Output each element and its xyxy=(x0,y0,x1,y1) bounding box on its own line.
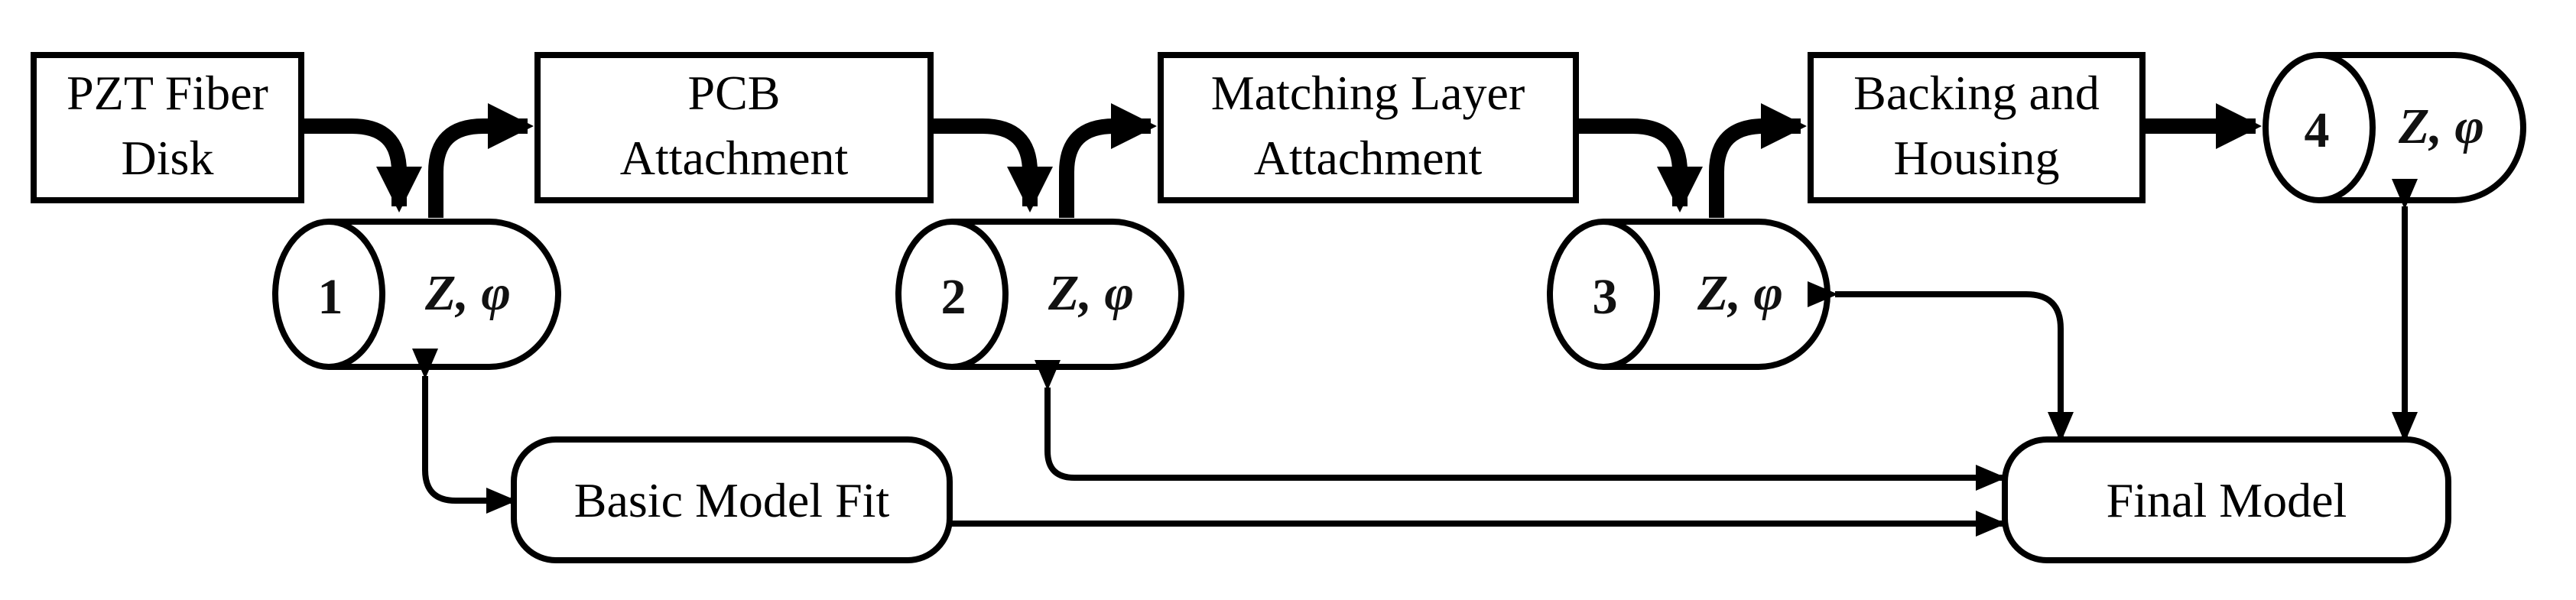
measurement-stage-3-number: 3 xyxy=(1593,269,1618,325)
model-box-final-label: Final Model xyxy=(2107,473,2347,527)
measurement-stage-4-number: 4 xyxy=(2305,102,2330,158)
process-box-pzt-line1: PZT Fiber xyxy=(67,66,268,120)
process-box-pcb-line1: PCB xyxy=(688,66,781,120)
measurement-stage-1-body xyxy=(271,219,562,370)
arrow-stage3-final-model xyxy=(1808,281,2074,443)
measurement-stage-2: 2 Z, φ xyxy=(895,219,1185,370)
measurement-stage-2-number: 2 xyxy=(941,269,966,325)
arrow-pzt-to-stage1 xyxy=(301,118,422,212)
arrow-pcb-to-stage2 xyxy=(931,118,1053,212)
process-arrows xyxy=(301,103,2262,218)
process-box-pcb-line2: Attachment xyxy=(620,131,849,185)
process-box-matching-line2: Attachment xyxy=(1254,131,1483,185)
model-box-basic: Basic Model Fit xyxy=(511,436,953,563)
process-box-pcb: PCB Attachment xyxy=(534,52,934,203)
model-box-final: Final Model xyxy=(2002,436,2451,563)
measurement-stage-4-body xyxy=(2262,52,2527,203)
arrow-stage2-to-matching xyxy=(1059,103,1157,218)
process-box-pzt-line2: Disk xyxy=(122,131,214,185)
measurement-stage-3-body xyxy=(1546,219,1831,370)
process-box-backing-line2: Housing xyxy=(1894,131,2060,185)
measurement-stage-1-number: 1 xyxy=(318,269,343,325)
model-box-basic-label: Basic Model Fit xyxy=(574,473,890,527)
arrow-stage2-final-model xyxy=(1035,360,2006,491)
measurement-stage-2-label: Z, φ xyxy=(1048,265,1134,321)
process-box-matching-line1: Matching Layer xyxy=(1211,66,1525,120)
measurement-stage-1-label: Z, φ xyxy=(424,265,511,321)
model-arrows xyxy=(412,179,2418,537)
process-box-backing-line1: Backing and xyxy=(1853,66,2100,120)
measurement-stage-2-body xyxy=(895,219,1185,370)
process-box-pzt: PZT Fiber Disk xyxy=(31,52,304,203)
measurement-stage-4-divider xyxy=(2318,52,2376,203)
measurement-stage-4: 4 Z, φ xyxy=(2262,52,2527,203)
measurement-stage-4-label: Z, φ xyxy=(2398,99,2484,154)
measurement-stage-3-label: Z, φ xyxy=(1697,265,1783,321)
measurement-stage-1: 1 Z, φ xyxy=(271,219,562,370)
process-box-matching: Matching Layer Attachment xyxy=(1158,52,1579,203)
measurement-stage-3-divider xyxy=(1603,219,1661,370)
measurement-stage-2-divider xyxy=(951,219,1009,370)
measurement-stage-1-divider xyxy=(328,219,386,370)
measurement-stage-3: 3 Z, φ xyxy=(1546,219,1831,370)
process-box-backing: Backing and Housing xyxy=(1808,52,2146,203)
arrow-matching-to-stage3 xyxy=(1576,118,1703,212)
arrow-stage3-to-backing xyxy=(1709,103,1807,218)
arrow-stage1-basic-model xyxy=(412,349,517,514)
arrow-stage1-to-pcb xyxy=(428,103,534,218)
